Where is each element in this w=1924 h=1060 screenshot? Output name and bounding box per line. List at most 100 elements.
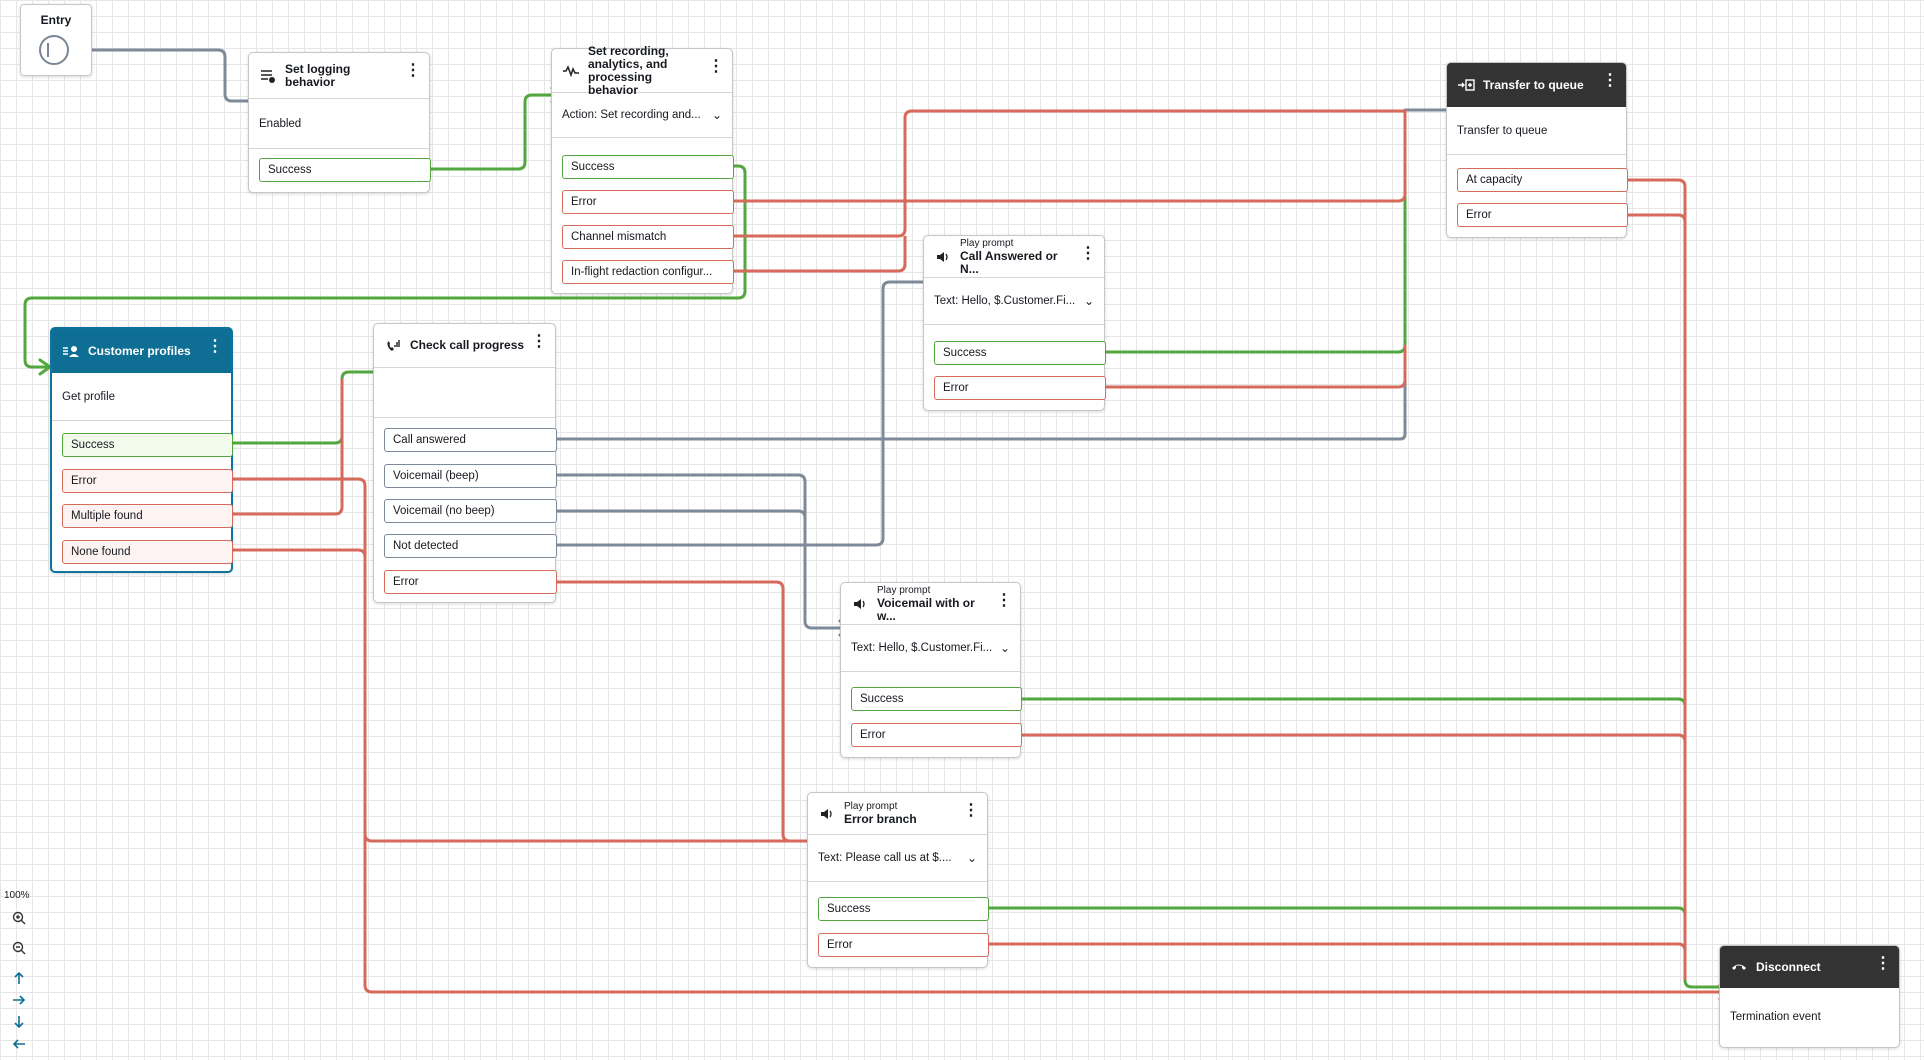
prompt-text-select[interactable]: Text: Please call us at $.... ⌄	[808, 835, 987, 882]
speaker-icon	[851, 597, 869, 611]
prompt1-success-connector	[1103, 110, 1407, 354]
more-options-icon[interactable]: ⋮	[531, 333, 547, 350]
pan-down-icon[interactable]	[8, 1011, 30, 1033]
more-options-icon[interactable]: ⋮	[1080, 245, 1096, 262]
block-transfer-to-queue[interactable]: Transfer to queue ⋮ Transfer to queue At…	[1446, 62, 1628, 238]
port-success[interactable]: Success	[818, 897, 989, 921]
voicemail-nobeep-connector	[554, 509, 807, 621]
block-title: Set recording, analytics, and processing…	[588, 43, 669, 97]
chevron-down-icon: ⌄	[711, 108, 722, 122]
prompt3-success-connector	[986, 906, 1687, 916]
more-options-icon[interactable]: ⋮	[708, 58, 724, 75]
more-options-icon[interactable]: ⋮	[1602, 72, 1618, 89]
recording-inflight-connector	[731, 236, 907, 273]
prompt-text-select[interactable]: Text: Hello, $.Customer.Fi... ⌄	[924, 278, 1104, 325]
waveform-icon	[562, 63, 580, 79]
port-not-detected[interactable]: Not detected	[384, 534, 557, 558]
port-none-found[interactable]: None found	[62, 540, 233, 564]
port-success[interactable]: Success	[62, 433, 233, 457]
block-body: Get profile	[52, 373, 231, 421]
port-voicemail-no-beep[interactable]: Voicemail (no beep)	[384, 499, 557, 523]
profiles-success-connector	[231, 370, 384, 445]
port-channel-mismatch[interactable]: Channel mismatch	[562, 225, 734, 249]
block-title: Call Answered or N...	[960, 248, 1058, 276]
port-success[interactable]: Success	[851, 687, 1022, 711]
block-disconnect[interactable]: Disconnect ⋮ Termination event	[1719, 945, 1900, 1048]
block-check-call-progress[interactable]: Check call progress ⋮ Call answered Voic…	[373, 323, 557, 603]
block-title: Voicemail with or w...	[877, 595, 975, 623]
prompt-text-value: Text: Please call us at $....	[818, 852, 952, 864]
speaker-icon	[934, 250, 952, 264]
block-set-recording[interactable]: Set recording, analytics, and processing…	[551, 43, 734, 294]
prompt2-success-connector	[1019, 697, 1728, 989]
block-play-prompt-error-branch[interactable]: Play prompt Error branch ⋮ Text: Please …	[807, 792, 989, 968]
action-value: Action: Set recording and...	[562, 109, 701, 121]
block-header: Transfer to queue ⋮	[1447, 63, 1626, 107]
chevron-down-icon: ⌄	[966, 851, 977, 865]
port-error[interactable]: Error	[818, 933, 989, 957]
block-body: Transfer to queue	[1447, 107, 1626, 155]
prompt-text-value: Text: Hello, $.Customer.Fi...	[934, 295, 1076, 307]
prompt-text-select[interactable]: Text: Hello, $.Customer.Fi... ⌄	[841, 625, 1020, 672]
arrowhead-profiles	[38, 358, 52, 376]
more-options-icon[interactable]: ⋮	[207, 338, 223, 355]
block-title: Check call progress	[410, 338, 525, 352]
zoom-out-icon[interactable]	[8, 937, 30, 959]
port-error[interactable]: Error	[384, 570, 557, 594]
customer-profile-icon	[62, 344, 80, 358]
entry-connector	[88, 48, 258, 103]
chevron-down-icon: ⌄	[1083, 294, 1094, 308]
block-type: Play prompt	[960, 237, 1014, 249]
block-title: Error branch	[844, 812, 917, 826]
block-body: Termination event	[1730, 1011, 1821, 1023]
port-error[interactable]: Error	[934, 376, 1106, 400]
port-success[interactable]: Success	[562, 155, 734, 179]
more-options-icon[interactable]: ⋮	[963, 802, 979, 819]
port-call-answered[interactable]: Call answered	[384, 428, 557, 452]
pan-up-icon[interactable]	[8, 967, 30, 989]
block-title: Transfer to queue	[1483, 77, 1584, 92]
canvas-controls: 100%	[4, 890, 30, 1055]
block-title: Set logging behavior	[285, 61, 351, 89]
block-set-logging[interactable]: Set logging behavior ⋮ Enabled Success	[248, 52, 431, 193]
logging-icon	[259, 68, 277, 84]
entry-start-icon	[39, 35, 69, 65]
port-multiple-found[interactable]: Multiple found	[62, 504, 233, 528]
voicemail-beep-connector	[554, 473, 848, 630]
port-inflight-redaction[interactable]: In-flight redaction configur...	[562, 260, 734, 284]
prompt-text-value: Text: Hello, $.Customer.Fi...	[851, 642, 993, 654]
zoom-in-icon[interactable]	[8, 907, 30, 929]
port-success[interactable]: Success	[259, 158, 431, 182]
profiles-multiple-connector	[231, 379, 344, 516]
more-options-icon[interactable]: ⋮	[1875, 955, 1891, 972]
block-header: Play prompt Voicemail with or w... ⋮	[841, 583, 1020, 625]
port-error[interactable]: Error	[62, 469, 233, 493]
recording-channel-connector	[731, 109, 1405, 238]
more-options-icon[interactable]: ⋮	[996, 592, 1012, 609]
port-voicemail-beep[interactable]: Voicemail (beep)	[384, 464, 557, 488]
block-play-prompt-voicemail[interactable]: Play prompt Voicemail with or w... ⋮ Tex…	[840, 582, 1022, 758]
zoom-level: 100%	[4, 890, 30, 901]
not-detected-connector	[554, 280, 932, 547]
block-header: Disconnect ⋮	[1720, 946, 1899, 988]
pan-left-icon[interactable]	[8, 1033, 30, 1055]
block-customer-profiles[interactable]: Customer profiles ⋮ Get profile Success …	[50, 327, 233, 573]
port-error[interactable]: Error	[562, 190, 734, 214]
port-success[interactable]: Success	[934, 341, 1106, 365]
more-options-icon[interactable]: ⋮	[405, 62, 421, 79]
port-error[interactable]: Error	[1457, 203, 1628, 227]
prompt3-error-connector	[986, 942, 1687, 980]
block-header: Check call progress ⋮	[374, 324, 555, 368]
queue-capacity-connector	[1625, 178, 1687, 980]
hang-up-icon	[1730, 961, 1748, 973]
action-select[interactable]: Action: Set recording and... ⌄	[552, 93, 732, 138]
pan-right-icon[interactable]	[8, 989, 30, 1011]
block-body-empty	[374, 368, 555, 418]
block-header: Customer profiles ⋮	[52, 329, 231, 373]
entry-node[interactable]: Entry	[20, 4, 92, 76]
port-at-capacity[interactable]: At capacity	[1457, 168, 1628, 192]
block-title: Disconnect	[1756, 959, 1821, 974]
block-body: Enabled	[249, 99, 429, 149]
block-play-prompt-call-answered[interactable]: Play prompt Call Answered or N... ⋮ Text…	[923, 235, 1106, 411]
port-error[interactable]: Error	[851, 723, 1022, 747]
